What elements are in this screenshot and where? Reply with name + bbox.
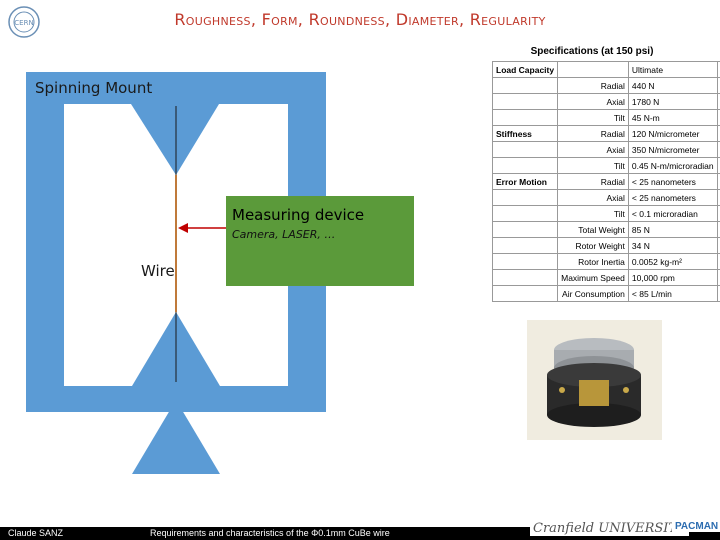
spec-cell: Axial (557, 141, 629, 158)
spec-cell: Tilt (557, 109, 629, 126)
cern-logo: CERN (8, 6, 40, 38)
spec-cell: 0.0052 kg-m² (627, 253, 718, 270)
spec-cell: Radial (557, 77, 629, 94)
slide-title: Roughness, Form, Roundness, Diameter, Re… (174, 10, 546, 29)
spec-cell: Air Consumption (557, 285, 629, 302)
spec-row: Load CapacityUltimateWorking (491, 61, 720, 78)
spec-cell: Ultimate (627, 61, 718, 78)
spec-cell: Stiffness (491, 125, 559, 142)
spec-cell: < 0.1 microradian (627, 205, 718, 222)
spec-cell (716, 285, 720, 302)
spec-cell: 0.45 N-m/microradian (627, 157, 718, 174)
spindle-photo (527, 320, 662, 440)
spec-cell: Rotor Weight (557, 237, 629, 254)
spec-cell: Total Weight (557, 221, 629, 238)
footer-author: Claude SANZ (8, 528, 64, 538)
spec-cell: Tilt (557, 157, 629, 174)
spec-cell: Load Capacity (491, 61, 559, 78)
cranfield-logo: Cranfield UNIVERSITY (530, 521, 689, 536)
spec-cell: 10,000 rpm (627, 269, 718, 286)
spec-cell (557, 61, 629, 78)
base-support (132, 400, 220, 474)
footer-subject: Requirements and characteristics of the … (150, 528, 390, 538)
spec-cell: < 25 nanometers (627, 173, 718, 190)
spec-cell: 350 N/micrometer (627, 141, 718, 158)
spec-cell: 34 N (627, 237, 718, 254)
spec-cell: 440 N (627, 77, 718, 94)
spec-cell: Maximum Speed (557, 269, 629, 286)
spec-table: Load CapacityUltimateWorkingRadial440 N2… (491, 61, 720, 302)
upper-cone (131, 104, 219, 175)
pacman-logo: PACMAN (672, 521, 720, 532)
spec-cell: Radial (557, 125, 629, 142)
spec-cell (491, 269, 559, 286)
spec-cell: Rotor Inertia (557, 253, 629, 270)
mount-frame (26, 72, 326, 412)
spec-cell: 85 N (627, 221, 718, 238)
spec-cell: Axial (557, 93, 629, 110)
svg-text:CERN: CERN (14, 19, 33, 27)
spec-cell (491, 157, 559, 174)
spec-cell (491, 285, 559, 302)
spec-row: Tilt< 0.1 microradian (491, 205, 720, 222)
spec-cell (491, 237, 559, 254)
spec-cell: 45 N-m (627, 109, 718, 126)
spec-row: Axial< 25 nanometers (491, 189, 720, 206)
spec-cell (491, 189, 559, 206)
spec-row: Air Consumption< 85 L/min (491, 285, 720, 302)
spec-cell: Tilt (557, 205, 629, 222)
spec-cell: Error Motion (491, 173, 559, 190)
footer-bar: Claude SANZ Requirements and characteris… (0, 521, 720, 540)
measuring-device-sublabel: Camera, LASER, … (232, 228, 336, 241)
spec-cell (491, 77, 559, 94)
spec-cell (491, 253, 559, 270)
spec-cell (491, 93, 559, 110)
spec-cell (491, 205, 559, 222)
spec-cell (491, 221, 559, 238)
spec-table-title: Specifications (at 150 psi) (530, 46, 654, 57)
spec-cell: 1780 N (627, 93, 718, 110)
spec-cell: Radial (557, 173, 629, 190)
spec-cell: < 85 L/min (627, 285, 718, 302)
spec-cell (491, 109, 559, 126)
wire-label: Wire (141, 262, 175, 280)
spinning-mount-label: Spinning Mount (35, 79, 153, 97)
measuring-device-label: Measuring device (232, 206, 365, 224)
measuring-device-box: Measuring device Camera, LASER, … (226, 196, 414, 286)
measure-arrow-head (178, 223, 188, 233)
spec-cell: < 25 nanometers (627, 189, 718, 206)
spec-cell (491, 141, 559, 158)
spec-cell: 120 N/micrometer (627, 125, 718, 142)
spec-cell: Axial (557, 189, 629, 206)
